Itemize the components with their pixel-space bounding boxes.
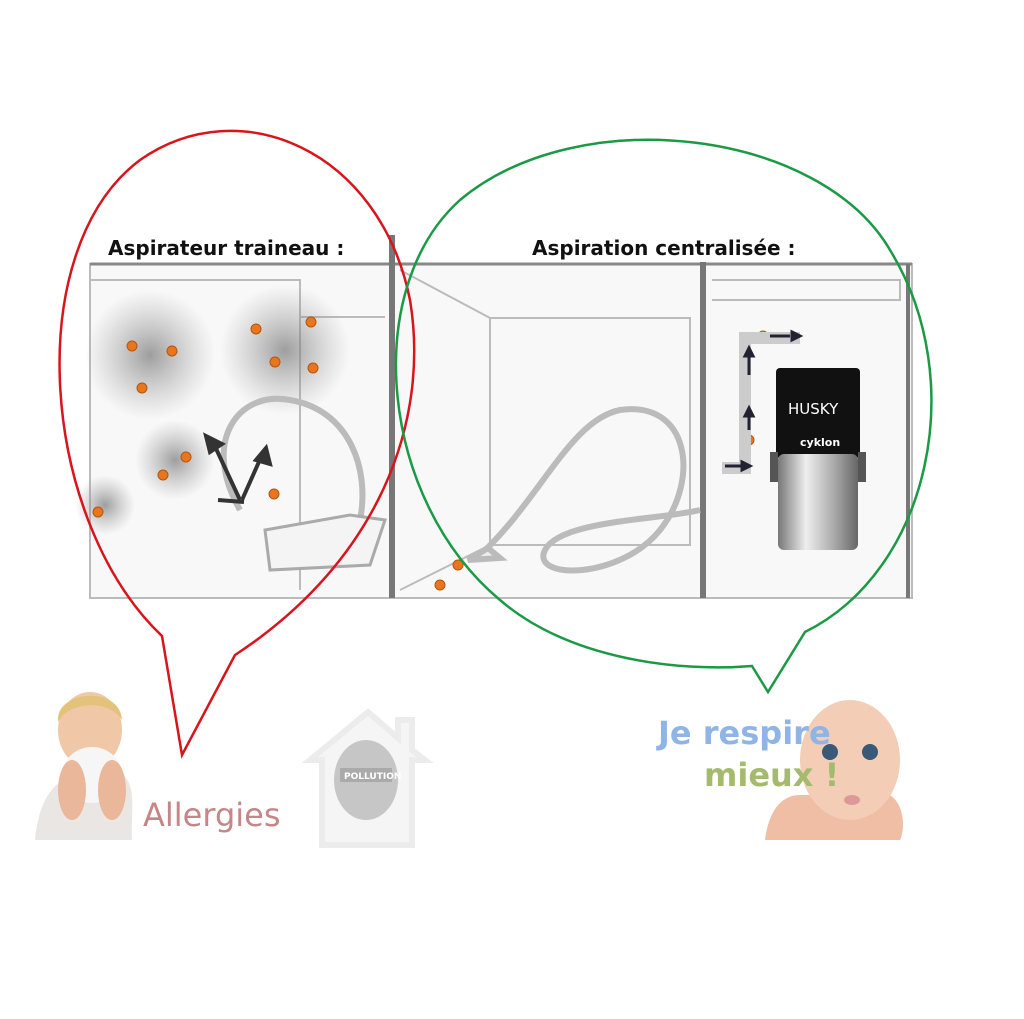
pollution-house-icon: POLLUTION xyxy=(301,708,434,848)
pollution-label: POLLUTION xyxy=(344,772,401,782)
sneezing-child-image xyxy=(35,692,133,840)
central-hose xyxy=(466,406,701,574)
right-speech-bubble xyxy=(394,138,933,695)
baby-image xyxy=(765,700,903,840)
allergies-caption: Allergies xyxy=(143,796,281,834)
left-speech-bubble xyxy=(58,129,416,759)
central-vacuum-unit: HUSKY cyklon xyxy=(770,368,866,550)
blowing-arrows-icon xyxy=(203,432,273,504)
left-title: Aspirateur traineau : xyxy=(108,236,344,260)
dust-clouds xyxy=(75,285,350,535)
right-title: Aspiration centralisée : xyxy=(532,236,796,260)
model-label: cyklon xyxy=(800,436,840,449)
brand-label: HUSKY xyxy=(788,400,839,418)
respire-caption-line2: mieux ! xyxy=(704,756,839,794)
sled-vacuum xyxy=(220,395,387,572)
pipe-arrows xyxy=(722,329,804,474)
respire-caption-line1: Je respire xyxy=(656,714,831,752)
